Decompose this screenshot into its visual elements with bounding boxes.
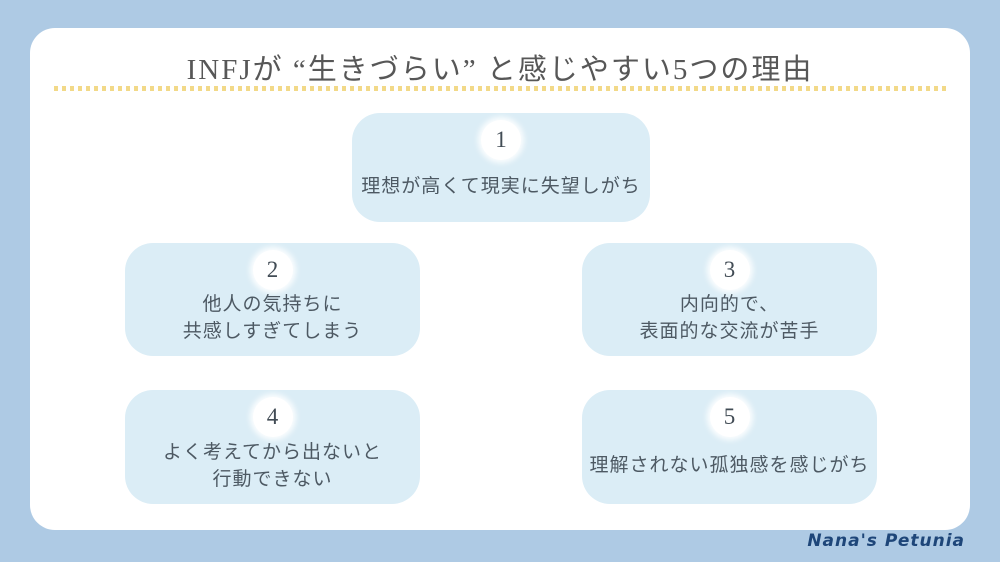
title-underline-dots [54, 86, 946, 91]
reason-text-2: 他人の気持ちに 共感しすぎてしまう [183, 290, 363, 356]
content-card: INFJが “生きづらい” と感じやすい5つの理由 1 理想が高くて現実に失望し… [30, 28, 970, 530]
number-badge-3: 3 [709, 250, 750, 290]
reason-line: 他人の気持ちに [202, 294, 343, 315]
reason-text-1: 理想が高くて現実に失望しがち [361, 160, 640, 222]
number-label: 5 [723, 404, 736, 429]
reason-line: 共感しすぎてしまう [182, 321, 363, 342]
reason-text-3: 内向的で、 表面的な交流が苦手 [639, 290, 819, 356]
reason-box-3: 3 内向的で、 表面的な交流が苦手 [582, 243, 877, 356]
number-badge-4: 4 [252, 397, 293, 437]
page-title: INFJが “生きづらい” と感じやすい5つの理由 [186, 54, 814, 86]
reason-line: 表面的な交流が苦手 [639, 321, 820, 342]
reason-line: 内向的で、 [679, 294, 780, 315]
reason-box-4: 4 よく考えてから出ないと 行動できない [125, 390, 420, 504]
number-label: 4 [266, 404, 279, 429]
number-label: 1 [495, 127, 507, 152]
reason-line: 理想が高くて現実に失望しがち [361, 175, 641, 197]
reason-box-5: 5 理解されない孤独感を感じがち [582, 390, 877, 504]
number-badge-5: 5 [709, 397, 750, 437]
reason-line: 理解されない孤独感を感じがち [589, 455, 870, 476]
number-badge-1: 1 [481, 120, 521, 160]
reason-line: よく考えてから出ないと [162, 441, 383, 463]
reason-text-4: よく考えてから出ないと 行動できない [163, 437, 382, 504]
reason-box-1: 1 理想が高くて現実に失望しがち [352, 113, 650, 222]
number-label: 3 [723, 257, 736, 282]
reason-line: 行動できない [212, 468, 333, 490]
number-badge-2: 2 [252, 250, 293, 290]
reason-box-2: 2 他人の気持ちに 共感しすぎてしまう [125, 243, 420, 356]
author-signature: Nana's Petunia [807, 531, 965, 551]
reason-text-5: 理解されない孤独感を感じがち [589, 437, 869, 504]
number-label: 2 [266, 257, 279, 282]
